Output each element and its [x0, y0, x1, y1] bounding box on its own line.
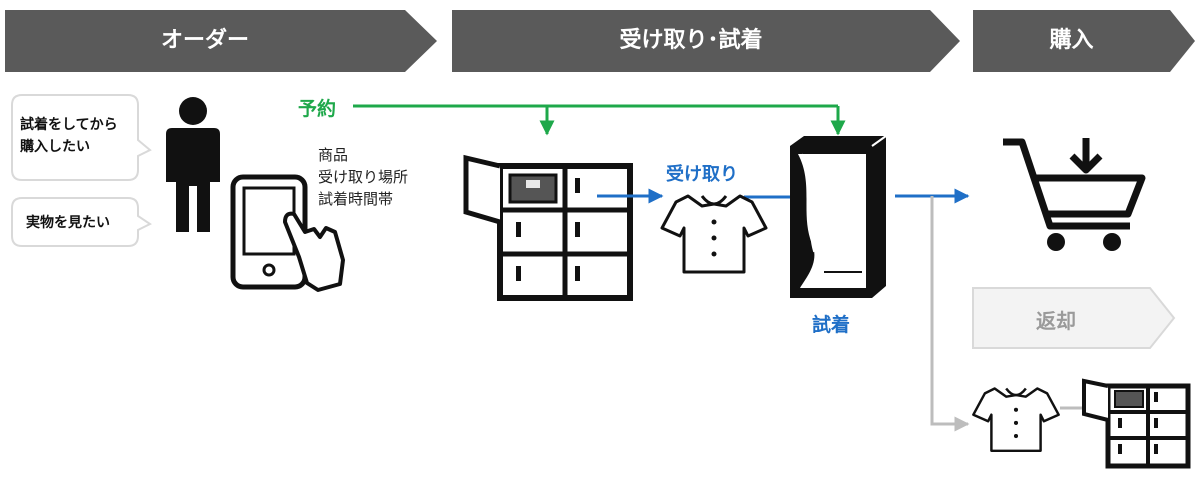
- blouse-icon: [660, 194, 768, 274]
- locker-icon-small: [1082, 378, 1191, 469]
- return-banner: [972, 287, 1176, 349]
- return-label: 返却: [1036, 309, 1076, 333]
- stage-banner-purchase: [973, 10, 1195, 72]
- reserve-label: 予約: [298, 98, 337, 120]
- pickup-label: 受け取り: [666, 164, 738, 185]
- speech-bubble-2: [11, 197, 152, 247]
- fitting-label: 試着: [812, 314, 851, 336]
- stage-label-order: オーダー: [160, 28, 249, 53]
- stage-label-purchase: 購入: [1049, 28, 1094, 53]
- reserve-line: [353, 104, 846, 136]
- stage-banner-order: [5, 10, 437, 72]
- cart-icon: [1003, 138, 1146, 251]
- person-icon: [166, 97, 220, 232]
- order-details: 商品 受け取り場所 試着時間帯: [318, 146, 409, 208]
- fitting-room-icon: [790, 135, 887, 298]
- bubble-text-2: 実物を見たい: [26, 215, 110, 231]
- blouse-icon-small: [972, 387, 1060, 453]
- speech-bubble-1: [11, 94, 152, 181]
- hand-pointer-icon: [283, 211, 345, 292]
- stage-banner-pickup: [452, 10, 960, 72]
- locker-icon: [463, 154, 633, 301]
- stage-label-pickup: 受け取り･試着: [619, 28, 763, 53]
- bubble-text-1: 試着をしてから 購入したい: [20, 117, 118, 155]
